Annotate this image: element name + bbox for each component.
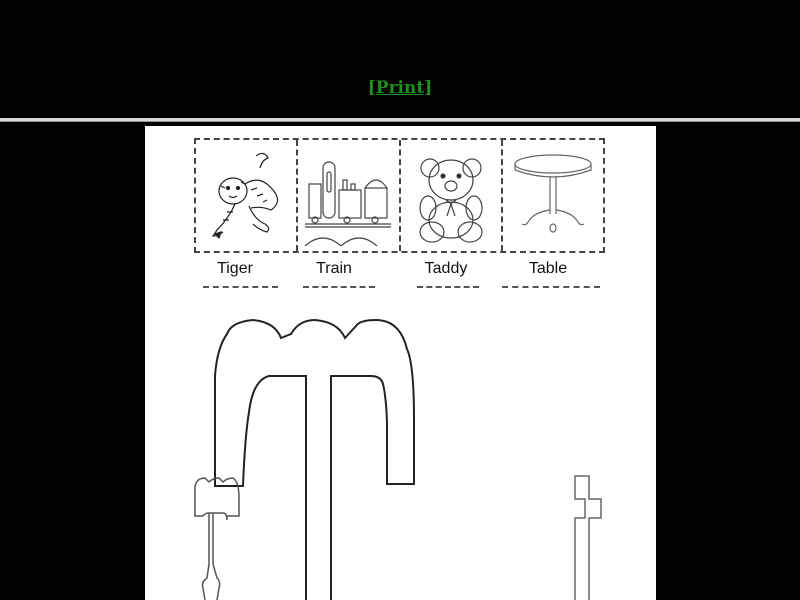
picture-cell-tiger xyxy=(196,140,299,251)
picture-cell-table xyxy=(503,140,603,251)
picture-cell-teddy xyxy=(401,140,503,251)
answer-line-teddy[interactable] xyxy=(417,286,479,288)
answer-line-train[interactable] xyxy=(303,286,375,288)
horizontal-rule xyxy=(0,118,800,122)
letter-T-large-outline xyxy=(214,318,415,600)
picture-strip xyxy=(194,138,605,253)
print-link[interactable]: [Print] xyxy=(367,78,433,98)
label-table: Table xyxy=(528,260,568,277)
table-icon xyxy=(514,153,592,233)
tracing-letters xyxy=(194,318,602,600)
worksheet-page: Tiger Train Taddy Table xyxy=(145,126,656,600)
answer-line-tiger[interactable] xyxy=(203,286,278,288)
letter-t-small-outline xyxy=(574,475,602,600)
tiger-icon xyxy=(212,152,279,239)
top-bar: [Print] xyxy=(0,0,800,118)
teddy-bear-icon xyxy=(419,157,483,243)
label-train: Train xyxy=(316,260,352,277)
answer-line-table[interactable] xyxy=(502,286,600,288)
letter-T-small-outline xyxy=(194,477,240,600)
picture-cell-train xyxy=(298,140,401,251)
label-tiger: Tiger xyxy=(217,260,253,277)
train-icon xyxy=(304,160,392,246)
label-teddy: Taddy xyxy=(424,260,468,277)
